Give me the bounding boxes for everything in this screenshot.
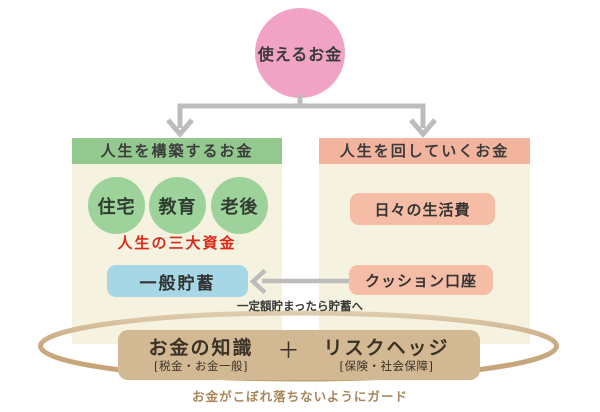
- usable-money-circle: 使えるお金: [255, 8, 345, 98]
- guard-note: お金がこぼれ落ちないようにガード: [192, 389, 408, 404]
- risk-hedge-column: リスクヘッジ [保険・社会保障]: [323, 336, 450, 373]
- money-knowledge-title: お金の知識: [148, 336, 254, 359]
- education-fund-label: 教育: [158, 196, 197, 218]
- housing-fund-label: 住宅: [97, 196, 136, 218]
- retirement-fund-label: 老後: [220, 196, 259, 218]
- money-knowledge-subtitle: [税金・お金一般]: [153, 358, 248, 373]
- education-fund-circle: 教育: [149, 177, 206, 234]
- foundation-box: お金の知識 [税金・お金一般] ＋ リスクヘッジ [保険・社会保障]: [118, 330, 480, 380]
- usable-money-label: 使えるお金: [257, 45, 343, 64]
- three-major-funds-caption: 人生の三大資金: [117, 234, 237, 252]
- cushion-account-label: クッション口座: [364, 271, 477, 290]
- risk-hedge-title: リスクヘッジ: [323, 336, 450, 359]
- general-savings-label: 一般貯蓄: [139, 273, 216, 294]
- daily-living-expenses-box: 日々の生活費: [350, 193, 495, 225]
- money-knowledge-column: お金の知識 [税金・お金一般]: [148, 336, 254, 373]
- life-running-panel: 人生を回していくお金 日々の生活費 クッション口座: [319, 138, 530, 344]
- risk-hedge-subtitle: [保険・社会保障]: [339, 358, 434, 373]
- life-building-panel: 人生を構築するお金 住宅 教育 老後 人生の三大資金 一般貯蓄: [72, 138, 282, 344]
- plus-sign: ＋: [277, 339, 300, 364]
- split-arrow-icon: [166, 95, 437, 138]
- transfer-note: 一定額貯まったら貯蓄へ: [236, 299, 364, 313]
- cushion-account-box: クッション口座: [349, 265, 493, 295]
- life-building-header: 人生を構築するお金: [72, 138, 282, 164]
- life-running-header: 人生を回していくお金: [319, 138, 530, 164]
- daily-living-expenses-label: 日々の生活費: [374, 200, 471, 219]
- retirement-fund-circle: 老後: [211, 177, 268, 234]
- general-savings-box: 一般貯蓄: [107, 265, 248, 297]
- housing-fund-circle: 住宅: [88, 177, 145, 234]
